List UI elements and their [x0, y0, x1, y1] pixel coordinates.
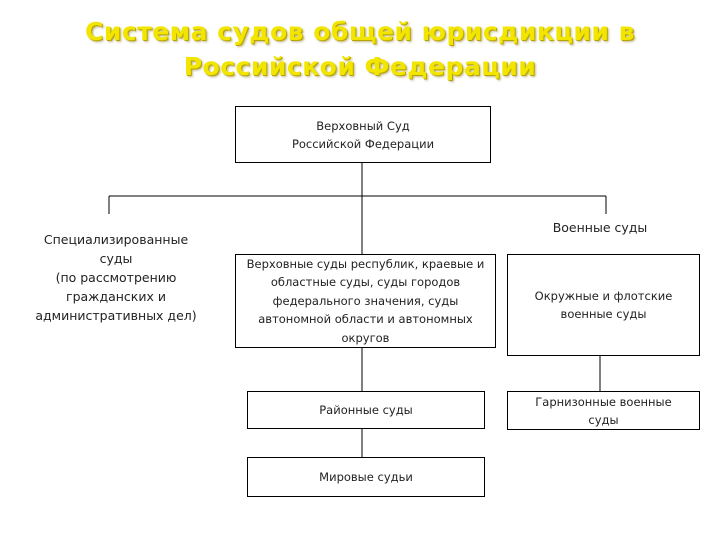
district-military-courts-box: Окружные и флотские военные суды	[507, 254, 700, 356]
regional-courts-box: Верховные суды республик, краевые и обла…	[235, 254, 496, 348]
garrison-military-courts-box: Гарнизонные военные суды	[507, 391, 700, 430]
regional-courts-label: Верховные суды республик, краевые и обла…	[246, 256, 485, 345]
district-military-courts-label: Окружные и флотские военные суды	[534, 289, 673, 321]
page-title: Система судов общей юрисдикции в Российс…	[85, 17, 635, 81]
specialized-courts-label: Специализированные суды (по рассмотрению…	[35, 232, 197, 323]
magistrates-label: Мировые судьи	[319, 470, 413, 484]
supreme-court-label: Верховный Суд Российской Федерации	[291, 118, 435, 151]
military-courts-label: Военные суды	[552, 220, 648, 235]
magistrates-box: Мировые судьи	[247, 457, 485, 497]
garrison-military-courts-label: Гарнизонные военные суды	[535, 394, 672, 427]
supreme-court-box: Верховный Суд Российской Федерации	[235, 106, 491, 163]
district-courts-label: Районные суды	[319, 403, 413, 417]
district-courts-box: Районные суды	[247, 391, 485, 429]
